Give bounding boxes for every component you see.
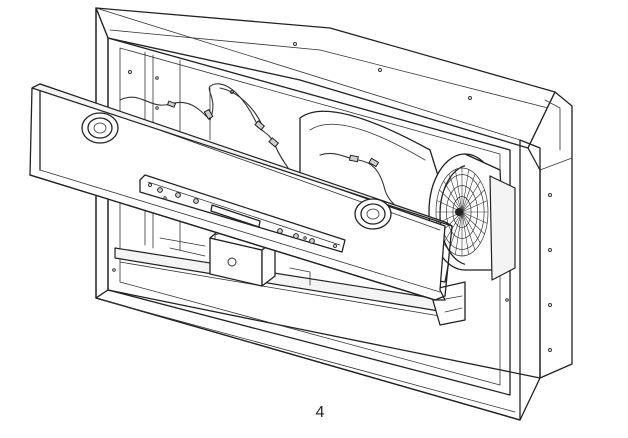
fan-assembly — [428, 153, 516, 281]
button-6-icon — [309, 238, 315, 244]
control-strip — [139, 174, 346, 253]
display-window — [210, 204, 261, 228]
button-4-icon — [277, 228, 283, 234]
button-1-icon — [157, 187, 163, 193]
front-control-panel — [29, 83, 453, 301]
hood-housing — [95, 7, 573, 421]
button-3-icon — [193, 198, 199, 204]
button-5-icon — [293, 233, 299, 239]
button-2-icon — [175, 192, 181, 198]
step-number: 4 — [316, 404, 325, 421]
